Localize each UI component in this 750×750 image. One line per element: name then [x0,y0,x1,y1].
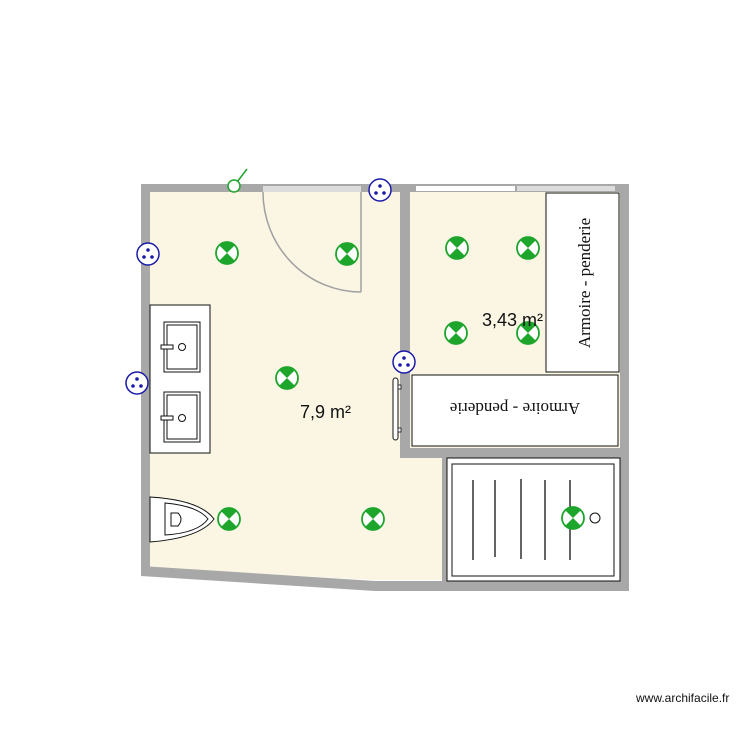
outlet-icon [125,371,149,395]
wall-bottom [141,566,629,591]
wall-partition-vertical [400,184,410,458]
ceiling-light-icon [561,506,585,530]
double-sink-vanity [149,304,211,454]
wall-partition-horizontal [400,448,629,458]
outlet-icon [136,242,160,266]
door-opening [263,186,361,192]
door-swing-arc [262,191,362,293]
towel-radiator [392,377,402,441]
ceiling-light-icon [217,507,241,531]
wardrobe-vertical: Armoire - penderie [545,192,620,373]
wardrobe-horizontal: Armoire - penderie [411,374,619,447]
ceiling-light-icon [444,321,468,345]
shower-drain-icon [589,512,601,524]
wardrobe-horizontal-label: Armoire - penderie [450,399,580,418]
outlet-icon [392,350,416,374]
window-dressing-1 [416,186,515,191]
window-dressing-2 [517,186,615,191]
bathroom-area-label: 7,9 m² [300,402,351,422]
shower [446,457,621,582]
switch-icon [227,168,248,193]
wall-right [620,184,629,591]
ceiling-light-icon [215,241,239,265]
wall-shower-left [442,455,447,581]
ceiling-light-icon [445,236,469,260]
ceiling-light-icon [361,507,385,531]
toilet [149,496,215,543]
outlet-icon [368,178,392,202]
ceiling-light-icon [516,236,540,260]
dressing-area-label: 3,43 m² [482,310,543,330]
bathroom-floor [148,192,445,580]
ceiling-light-icon [335,242,359,266]
ceiling-light-icon [275,366,299,390]
watermark[interactable]: www.archifacile.fr [636,691,730,705]
wardrobe-vertical-label: Armoire - penderie [575,218,594,348]
